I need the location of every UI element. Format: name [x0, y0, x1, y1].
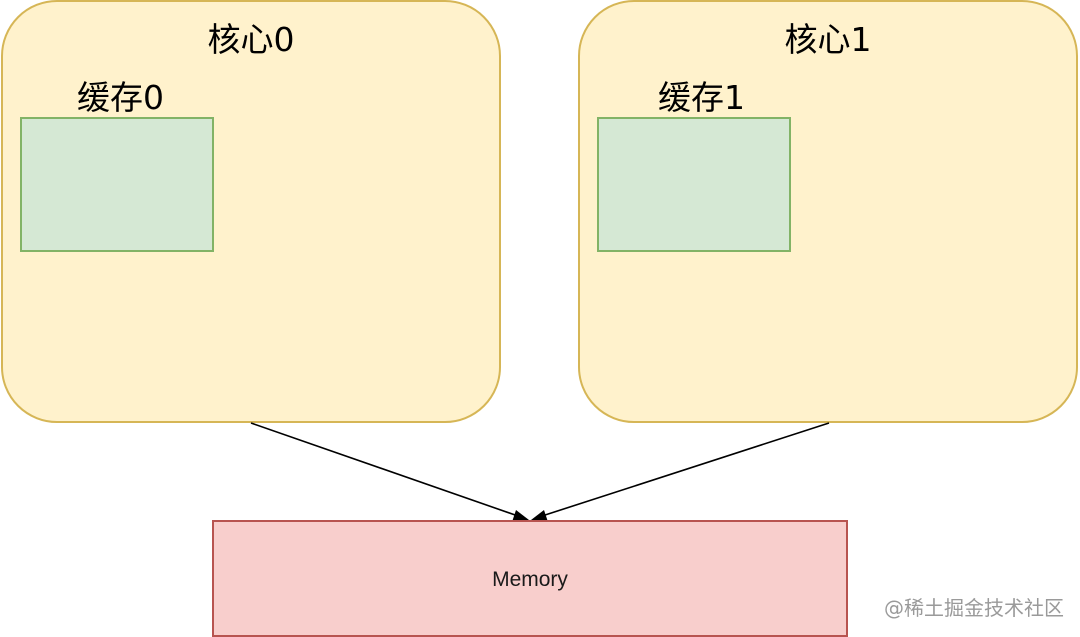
arrow-core-0-to-memory	[250, 422, 519, 517]
arrow-core-1-to-memory	[541, 422, 830, 517]
cache-1-label: 缓存1	[658, 78, 745, 117]
core-1-title: 核心1	[784, 20, 872, 59]
cache-0-box	[20, 117, 214, 252]
cache-1-box	[597, 117, 791, 252]
watermark-text: @稀土掘金技术社区	[884, 596, 1064, 620]
cache-0-label: 缓存0	[77, 78, 164, 117]
core-1-box: 核心1 缓存1	[578, 0, 1078, 423]
core-0-box: 核心0 缓存0	[1, 0, 501, 423]
core-0-title: 核心0	[207, 20, 295, 59]
memory-box: Memory	[212, 520, 848, 637]
memory-label: Memory	[492, 568, 568, 591]
